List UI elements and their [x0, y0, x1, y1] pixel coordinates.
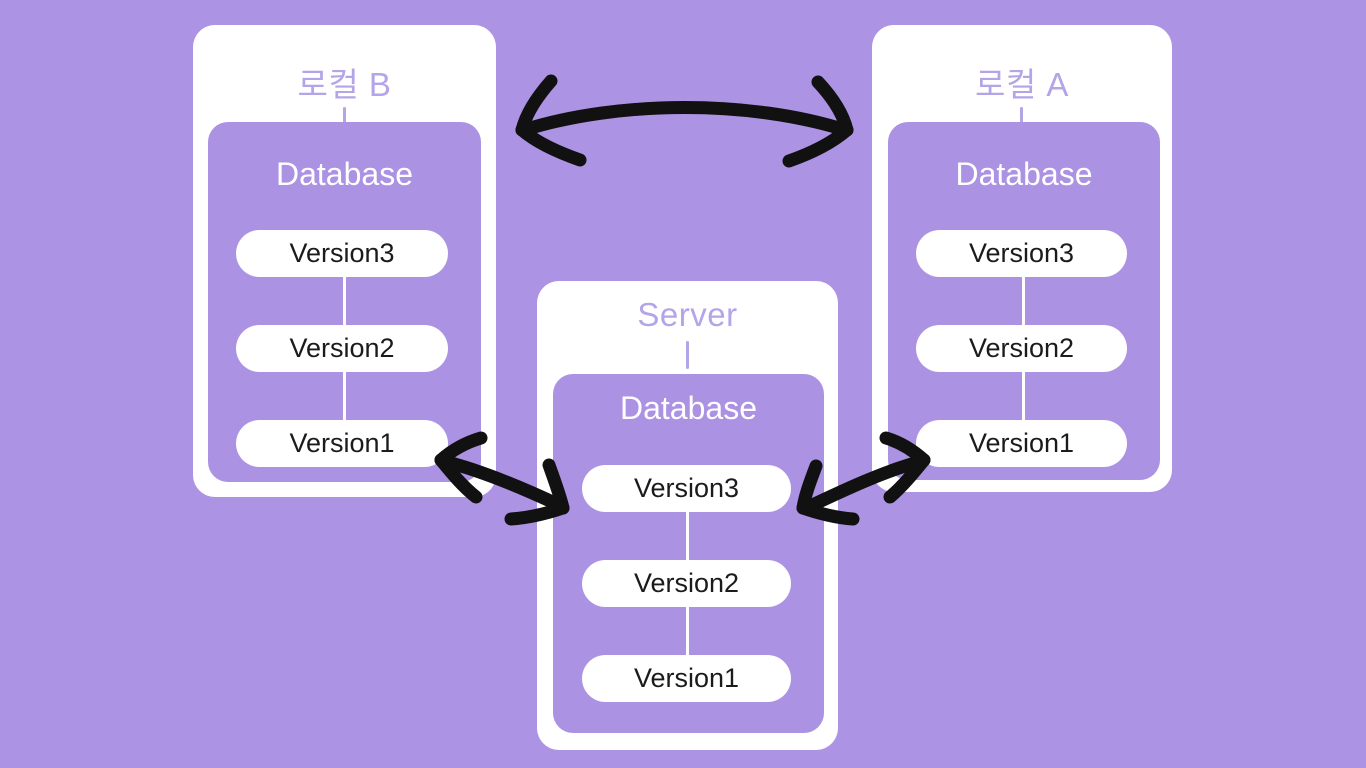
version-pill-server-2[interactable]: Version2	[582, 560, 791, 607]
card-local-b[interactable]: 로컬 B Database Version3 Version2 Version1	[193, 25, 496, 497]
db-panel-local-b[interactable]: Database Version3 Version2 Version1	[208, 122, 481, 482]
version-link-2-1-local-b	[343, 362, 346, 427]
card-local-b-title: 로컬 B	[297, 66, 392, 103]
version-pill-local-b-3[interactable]: Version3	[236, 230, 448, 277]
db-panel-local-a[interactable]: Database Version3 Version2 Version1	[888, 122, 1160, 480]
db-panel-local-a-label: Database	[955, 156, 1093, 192]
version-link-2-1-local-a	[1022, 362, 1025, 427]
card-local-a-title: 로컬 A	[975, 66, 1069, 103]
arrow-local-b-to-local-a	[515, 74, 854, 168]
version-link-3-2-server	[686, 502, 689, 567]
version-link-3-2-local-a	[1022, 267, 1025, 332]
version-pill-server-3[interactable]: Version3	[582, 465, 791, 512]
version-pill-server-1[interactable]: Version1	[582, 655, 791, 702]
card-server[interactable]: Server Database Version3 Version2 Versio…	[537, 281, 838, 750]
card-local-a-stem	[1020, 107, 1023, 135]
db-panel-server-label: Database	[620, 390, 757, 426]
version-pill-local-a-1[interactable]: Version1	[916, 420, 1127, 467]
version-link-2-1-server	[686, 597, 689, 662]
db-panel-server[interactable]: Database Version3 Version2 Version1	[553, 374, 824, 733]
version-pill-local-b-2[interactable]: Version2	[236, 325, 448, 372]
db-panel-local-b-label: Database	[276, 156, 413, 192]
card-server-title: Server	[637, 296, 738, 333]
card-local-a[interactable]: 로컬 A Database Version3 Version2 Version1	[872, 25, 1172, 492]
version-link-3-2-local-b	[343, 267, 346, 332]
card-server-stem	[686, 341, 689, 369]
card-local-b-stem	[343, 107, 346, 135]
version-pill-local-a-2[interactable]: Version2	[916, 325, 1127, 372]
version-pill-local-a-3[interactable]: Version3	[916, 230, 1127, 277]
version-pill-local-b-1[interactable]: Version1	[236, 420, 448, 467]
